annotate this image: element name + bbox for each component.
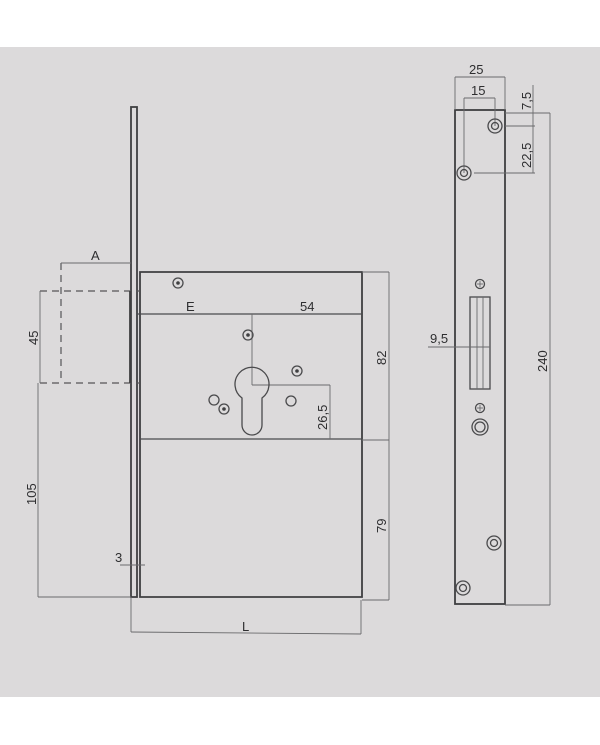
dim-label-9-5: 9,5 (430, 331, 448, 346)
screw-icon (172, 277, 184, 289)
dim-label-e: E (186, 299, 195, 314)
cross-screw-icon (474, 402, 486, 414)
mounting-hole-icon (456, 165, 472, 181)
mounting-hole-icon (486, 535, 502, 551)
pin-hole-icon (208, 394, 220, 406)
cylinder-hole (234, 366, 270, 436)
dim-label-240: 240 (535, 350, 550, 372)
dim-label-3: 3 (115, 550, 122, 565)
pin-hole-icon (285, 395, 297, 407)
spindle-hole-icon (471, 418, 489, 436)
screw-icon (242, 329, 254, 341)
dim-label-45: 45 (26, 331, 41, 345)
bolt-slot (469, 296, 491, 390)
screw-icon (291, 365, 303, 377)
mounting-hole-icon (455, 580, 471, 596)
dim-label-82: 82 (374, 351, 389, 365)
dim-label-25: 25 (469, 62, 483, 77)
faceplate-front (454, 109, 506, 605)
dim-label-l: L (242, 619, 249, 634)
dim-label-79: 79 (374, 519, 389, 533)
dim-label-26-5: 26,5 (315, 405, 330, 430)
dim-label-15: 15 (471, 83, 485, 98)
dim-label-54: 54 (300, 299, 314, 314)
lock-body (139, 271, 363, 598)
dim-label-a: A (91, 248, 100, 263)
side-view: A 45 105 3 E 54 26,5 (24, 106, 390, 635)
front-view: 25 15 7,5 22,5 240 (428, 62, 551, 606)
faceplate-side (130, 106, 138, 598)
dim-label-105: 105 (24, 483, 39, 505)
dim-label-22-5: 22,5 (519, 143, 534, 168)
screw-icon (218, 403, 230, 415)
dim-label-7-5: 7,5 (519, 92, 534, 110)
drawing-sheet (0, 47, 600, 697)
cross-screw-icon (474, 278, 486, 290)
mounting-hole-icon (487, 118, 503, 134)
